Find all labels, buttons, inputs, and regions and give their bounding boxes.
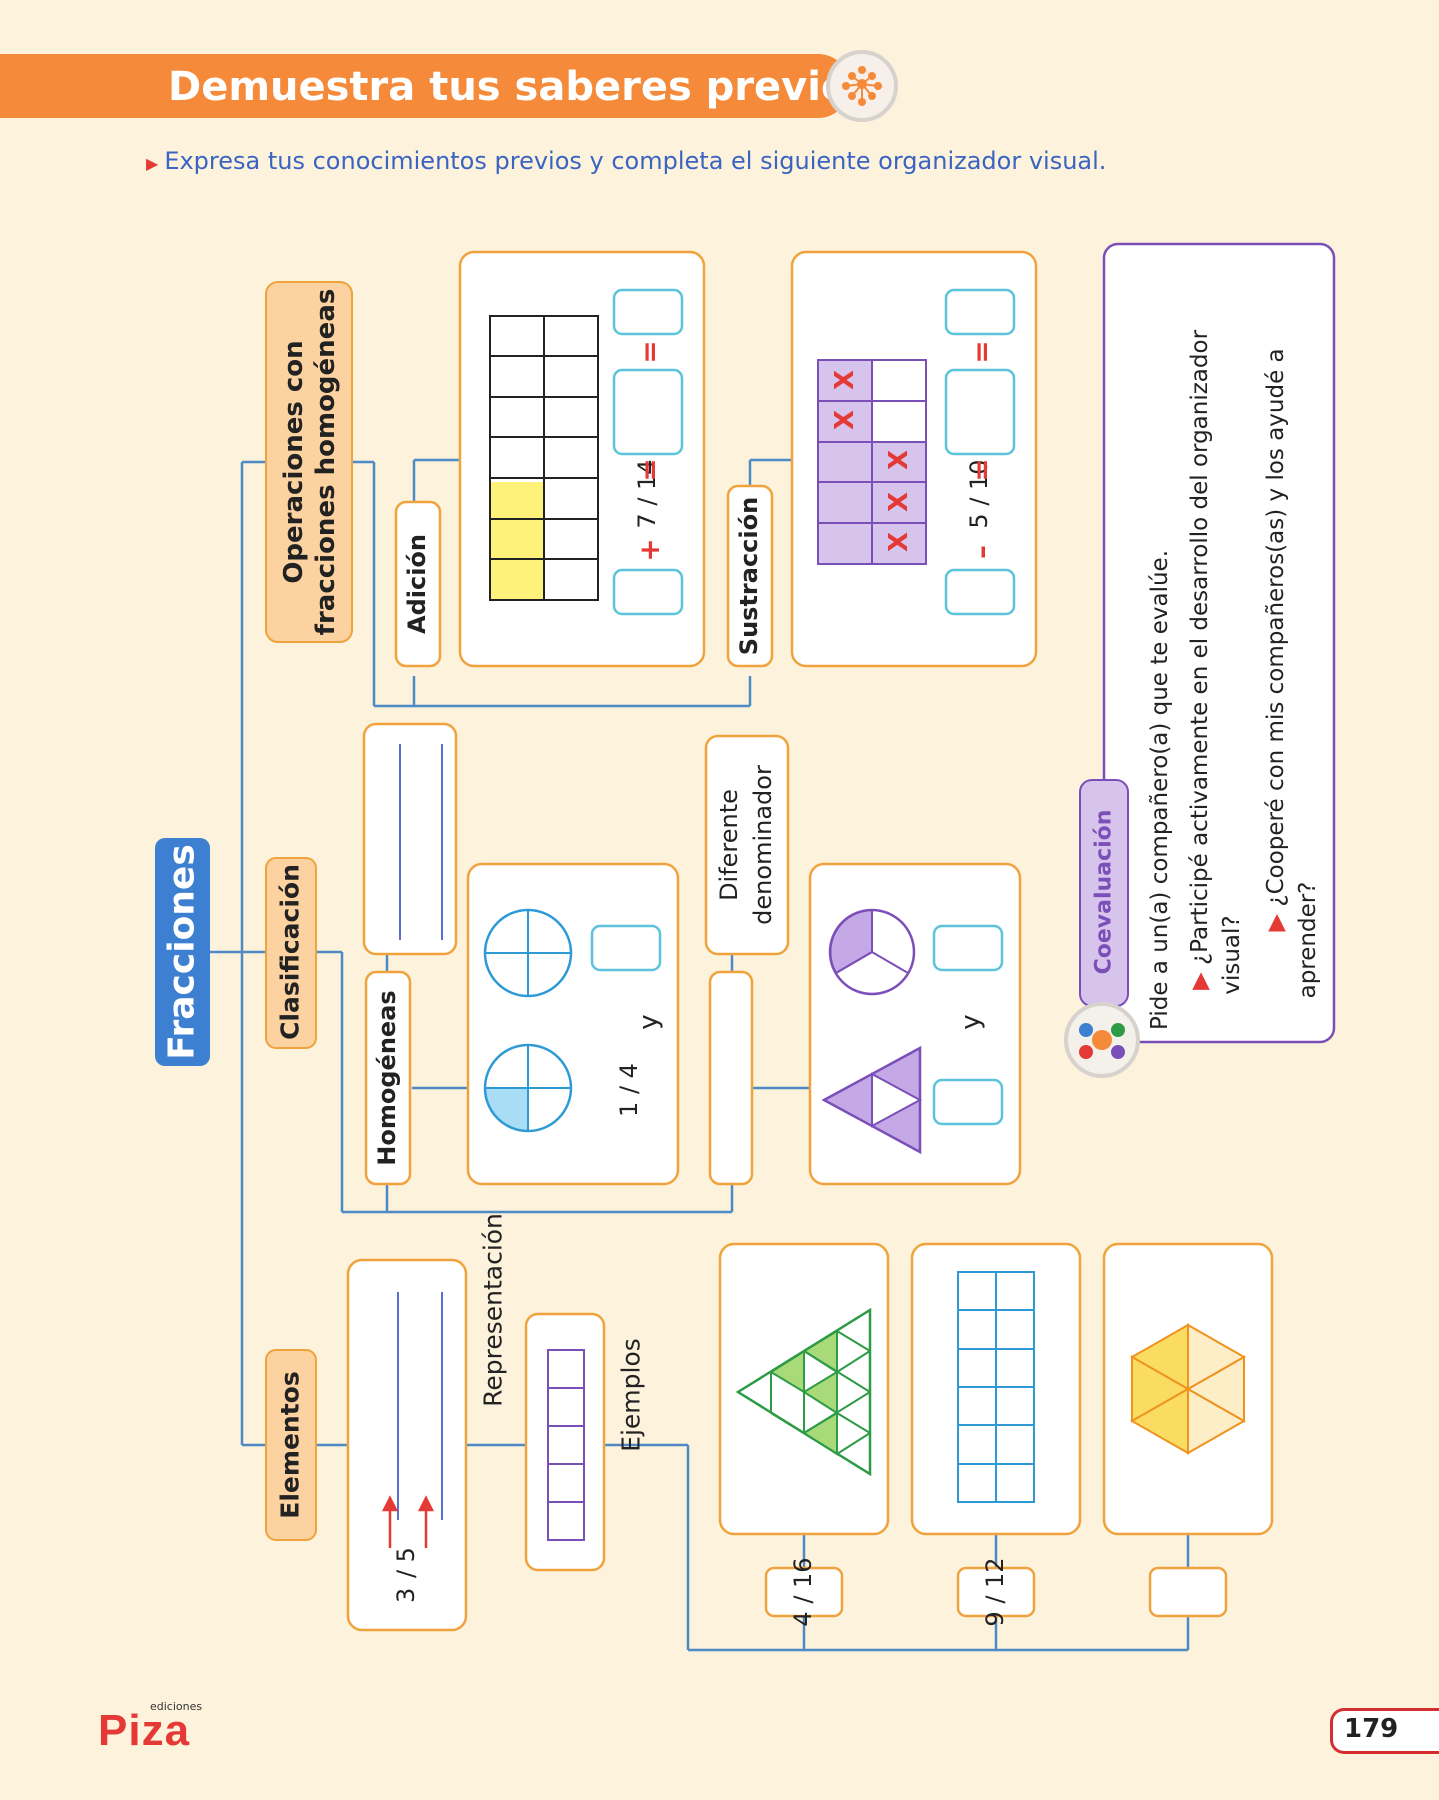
fraction-4-16: 4 / 16 <box>789 1557 818 1627</box>
diferente-label-line2: denominador <box>749 765 778 925</box>
coevaluacion-item-2: ▶ ¿Cooperé con mis compañeros(as) y los … <box>1262 348 1289 932</box>
diferente-pill <box>704 734 790 956</box>
elementos-pill <box>265 1349 317 1541</box>
adicion-grid <box>489 315 599 601</box>
elementos-box <box>346 1258 468 1632</box>
bullet-triangle-icon: ▶ <box>1262 913 1289 932</box>
fraction-1-4: 1 / 4 <box>615 1063 644 1117</box>
root-label: Fracciones <box>161 844 203 1060</box>
publisher-logo: Piza <box>98 1706 191 1755</box>
grid-example <box>957 1271 1035 1503</box>
cross-mark: X <box>884 449 915 471</box>
coevaluacion-box <box>1102 242 1336 1044</box>
clasificacion-label: Clasificación <box>275 864 305 1040</box>
plus-sign: + <box>632 538 666 562</box>
circle-quarter-1 <box>483 1043 573 1133</box>
circle-thirds <box>828 908 916 996</box>
operaciones-label-line2: fracciones homogéneas <box>311 288 342 636</box>
minus-sign: – <box>964 545 998 559</box>
homogeneas-definition-box[interactable] <box>362 722 458 956</box>
fraction-box-4-16 <box>764 1566 844 1618</box>
cross-mark: X <box>830 369 861 391</box>
answer-box-adicion-result <box>612 288 684 336</box>
team-icon <box>1064 1002 1140 1078</box>
operaciones-label-line1: Operaciones con <box>279 340 310 584</box>
answer-box-adicion-sum <box>612 368 684 456</box>
ejemplos-label: Ejemplos <box>616 1338 646 1452</box>
network-icon <box>826 50 898 122</box>
coevaluacion-intro: Pide a un(a) compañero(a) que te evalúe. <box>1146 549 1173 1031</box>
publisher-small-label: ediciones <box>150 1700 203 1713</box>
equals-sign-sustraccion-1: = <box>964 458 998 482</box>
equals-sign-adicion-1: = <box>632 458 666 482</box>
homogeneas-pill <box>364 970 412 1186</box>
sustraccion-grid <box>817 359 927 565</box>
answer-box-diferente-1 <box>932 924 1004 972</box>
answer-box-sustraccion-result <box>944 288 1016 336</box>
adicion-pill <box>394 500 442 668</box>
cross-mark: X <box>884 491 915 513</box>
answer-box-diferente-2 <box>932 1078 1004 1126</box>
cross-mark: X <box>884 531 915 553</box>
equals-sign-adicion-2: = <box>632 340 666 364</box>
fraction-box-9-12 <box>956 1566 1036 1618</box>
connector-y-1: y <box>634 1014 665 1030</box>
sustraccion-label: Sustracción <box>735 496 764 656</box>
answer-box-adicion-first <box>612 568 684 616</box>
clasificacion-pill <box>265 857 317 1049</box>
coevaluacion-item-1: ▶ ¿Participé activamente en el desarroll… <box>1186 329 1213 991</box>
answer-box-sustraccion-diff <box>944 368 1016 456</box>
triangle-thirds <box>821 1045 923 1155</box>
page-title: Demuestra tus saberes previos <box>168 64 873 110</box>
page-number: 179 <box>1344 1714 1399 1744</box>
instruction-label: Expresa tus conocimientos previos y comp… <box>164 147 1107 175</box>
operaciones-pill <box>265 281 353 643</box>
coevaluacion-item-2-cont: aprender? <box>1294 881 1321 999</box>
elementos-label: Elementos <box>275 1371 305 1519</box>
triangle-example <box>735 1307 872 1477</box>
page-number-tab <box>1330 1708 1439 1754</box>
bullet-triangle-icon: ▶ <box>146 154 159 173</box>
equals-sign-sustraccion-2: = <box>964 340 998 364</box>
answer-box-sustraccion-first <box>944 568 1016 616</box>
cross-mark: X <box>830 409 861 431</box>
adicion-label: Adición <box>403 533 432 635</box>
connector-lines <box>210 458 1190 1652</box>
fraction-answer-box[interactable] <box>1148 1566 1228 1618</box>
root-box <box>155 838 210 1066</box>
bullet-triangle-icon: ▶ <box>1186 972 1213 991</box>
fraction-3-5: 3 / 5 <box>392 1547 421 1603</box>
sustraccion-pill <box>726 484 774 668</box>
answer-box-homogeneas <box>590 924 662 972</box>
representacion-box <box>524 1312 606 1572</box>
diferente-definition-box[interactable] <box>708 970 754 1186</box>
coevaluacion-title: Coevaluación <box>1091 809 1117 975</box>
representacion-grid <box>547 1349 585 1541</box>
hexagon-example <box>1129 1323 1247 1455</box>
header-banner <box>0 54 850 118</box>
homogeneas-label: Homogéneas <box>373 990 402 1166</box>
connector-y-2: y <box>956 1014 987 1030</box>
coevaluacion-item-1-cont: visual? <box>1218 915 1245 995</box>
instruction-text: ▶ Expresa tus conocimientos previos y com… <box>146 147 1106 175</box>
diferente-label-line1: Diferente <box>715 789 744 901</box>
circle-quarter-2 <box>483 908 573 998</box>
fraction-9-12: 9 / 12 <box>981 1557 1010 1627</box>
representacion-label: Representación <box>478 1213 508 1407</box>
arrow-icons <box>381 1495 435 1548</box>
